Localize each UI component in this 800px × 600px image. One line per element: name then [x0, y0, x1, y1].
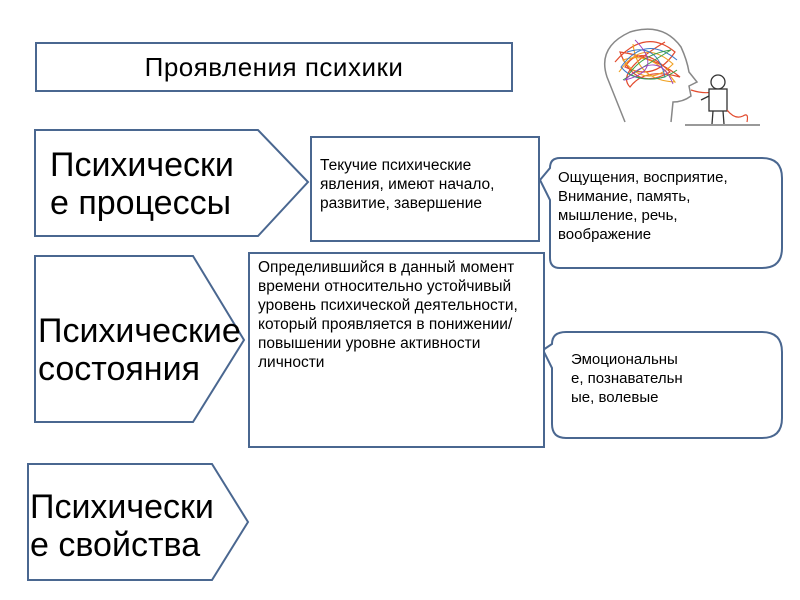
properties-arrow [27, 463, 250, 581]
states-callout [541, 331, 783, 439]
processes-label: Психические процессы [50, 146, 234, 222]
states-description: Определившийся в данный момент времени о… [248, 252, 545, 448]
diagram-title: Проявления психики [35, 42, 513, 92]
processes-arrow [34, 129, 310, 237]
states-label: Психические состояния [38, 312, 241, 388]
head-with-tangled-thoughts-and-doctor-icon [603, 28, 760, 126]
states-examples: Эмоциональные, познавательные, волевые [571, 351, 683, 406]
processes-callout [538, 157, 783, 269]
processes-examples: Ощущения, восприятие, Внимание, память, … [558, 169, 728, 243]
processes-description: Текучие психические явления, имеют начал… [310, 136, 540, 242]
states-arrow [34, 255, 246, 423]
properties-label: Психические свойства [30, 488, 214, 564]
